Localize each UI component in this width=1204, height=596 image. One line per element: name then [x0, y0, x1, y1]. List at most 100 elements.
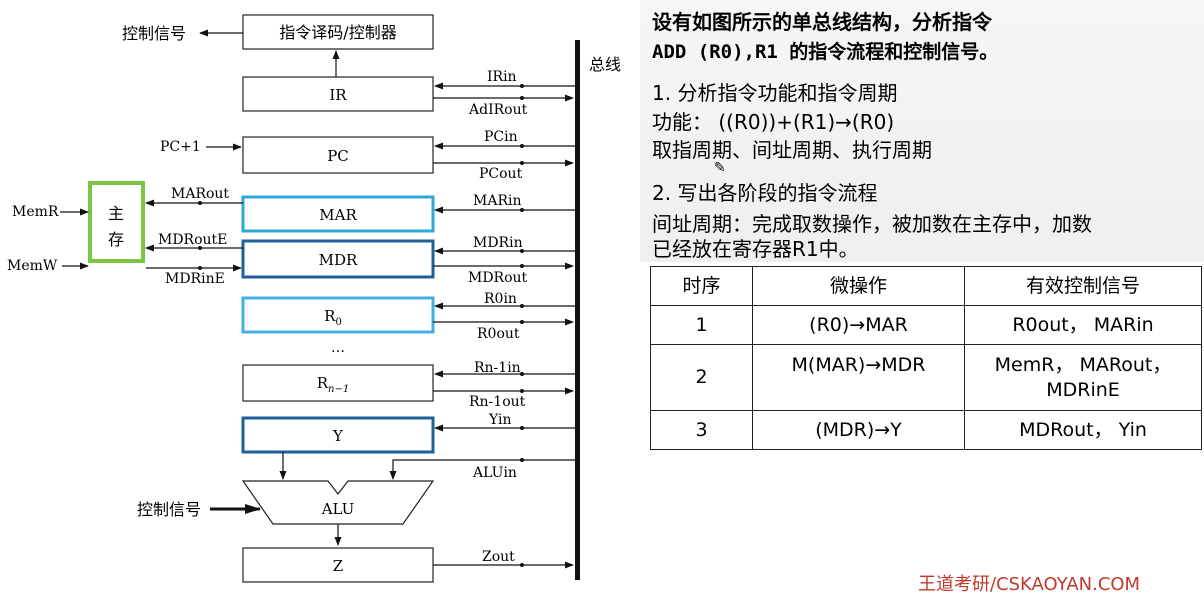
text-background — [640, 0, 1204, 262]
mar-label: MAR — [319, 206, 357, 224]
memory-label-line2: 存 — [108, 230, 124, 249]
mdrin-label: MDRin — [473, 235, 523, 251]
alu-label: ALU — [321, 500, 355, 518]
pc-box — [242, 136, 434, 174]
header-step: 时序 — [650, 266, 753, 306]
rnout-label: Rn-1out — [469, 394, 526, 410]
mdroute-dot — [198, 246, 202, 250]
pcin-dot — [520, 144, 524, 148]
rn-label: Rn−1 — [317, 374, 349, 395]
control-out-label: 控制信号 — [122, 24, 186, 43]
bus-structure-diagram: 总线 指令译码/控制器 控制信号 IR IRin AdIRout PC PC+1… — [7, 14, 621, 583]
cell-signals: MemR， MARout，MDRinE — [964, 344, 1202, 411]
decoder-label: 指令译码/控制器 — [279, 23, 396, 42]
mdr-box — [241, 239, 435, 279]
pcout-dot — [520, 161, 524, 165]
indirect-line1: 间址周期：完成取数操作，被加数在主存中，加数 — [652, 212, 1092, 236]
rn-label-sub: n−1 — [328, 384, 349, 395]
adirout-dot — [520, 96, 524, 100]
rn-box — [242, 364, 434, 402]
cell-micro-op: M(MAR)→MDR — [752, 344, 965, 411]
mdrine-label: MDRinE — [165, 271, 225, 287]
pen-cursor-icon: ✎ — [714, 160, 726, 176]
explanation-pane: 设有如图所示的单总线结构，分析指令 ADD (R0),R1 的指令流程和控制信号… — [640, 0, 1204, 595]
cell-signals: MDRout， Yin — [964, 410, 1202, 450]
ir-box — [242, 76, 434, 112]
bus-line — [575, 40, 580, 580]
bus-label: 总线 — [589, 55, 621, 74]
y-label: Y — [332, 427, 344, 445]
r0-label: R0 — [324, 307, 342, 328]
table-header-row: 时序 微操作 有效控制信号 — [650, 266, 1202, 306]
rn-label-main: R — [317, 374, 329, 392]
r0-label-sub: 0 — [335, 317, 341, 328]
marin-dot — [520, 208, 524, 212]
mdrout-dot — [520, 264, 524, 268]
step1-heading: 1. 分析指令功能和指令周期 — [652, 81, 898, 105]
header-signals: 有效控制信号 — [964, 266, 1202, 306]
mdrine-dot — [198, 266, 202, 270]
step2-heading: 2. 写出各阶段的指令流程 — [652, 181, 878, 205]
cell-step: 3 — [650, 410, 753, 450]
cell-micro-op: (R0)→MAR — [752, 305, 965, 345]
mdroute-label: MDRoutE — [158, 232, 227, 248]
table-row: 1 (R0)→MAR R0out， MARin — [650, 305, 1202, 345]
marout-dot — [198, 201, 202, 205]
irin-dot — [520, 84, 524, 88]
rnout-dot — [520, 389, 524, 393]
indirect-line2: 已经放在寄存器R1中。 — [652, 237, 859, 261]
yin-label: Yin — [488, 412, 512, 428]
rnin-dot — [520, 372, 524, 376]
pc-label: PC — [327, 147, 349, 165]
question-title-line2: ADD (R0),R1 的指令流程和控制信号。 — [652, 41, 999, 63]
mdr-label: MDR — [319, 251, 358, 269]
r0-box — [241, 296, 435, 334]
z-box — [242, 547, 434, 583]
r0-label-main: R — [324, 307, 336, 325]
r0in-label: R0in — [484, 291, 517, 307]
pcin-label: PCin — [484, 129, 518, 145]
ir-label: IR — [329, 86, 347, 104]
signals-line1: MemR， MARout， — [994, 353, 1172, 376]
aluin-label: ALUin — [472, 465, 517, 481]
irin-label: IRin — [487, 69, 517, 85]
question-title-line1: 设有如图所示的单总线结构，分析指令 — [652, 10, 992, 34]
memory-box — [88, 181, 145, 263]
cell-micro-op: (MDR)→Y — [752, 410, 965, 450]
marout-label: MARout — [171, 186, 229, 202]
mdrout-label: MDRout — [468, 270, 528, 286]
table-row: 3 (MDR)→Y MDRout， Yin — [650, 410, 1202, 450]
aluin-dot — [520, 458, 524, 462]
alu-shape — [241, 480, 435, 525]
yin-dot — [520, 426, 524, 430]
memw-label: MemW — [7, 258, 58, 274]
adirout-label: AdIRout — [468, 102, 528, 118]
function-line: 功能： ((R0))+(R1)→(R0) — [652, 110, 895, 134]
r0in-dot — [520, 304, 524, 308]
cell-step: 1 — [650, 305, 753, 345]
z-label: Z — [333, 557, 343, 575]
signals-line1: R0out， MARin — [1012, 313, 1154, 336]
memory-label-line1: 主 — [108, 204, 124, 223]
cycles-line: 取指周期、间址周期、执行周期 — [652, 138, 932, 162]
register-ellipsis: … — [331, 340, 345, 356]
bus-to-alu-line — [389, 459, 575, 480]
r0out-label: R0out — [477, 326, 520, 342]
zout-dot — [520, 563, 524, 567]
watermark: 王道考研/CSKAOYAN.COM — [918, 574, 1141, 595]
signals-line2: MDRinE — [1046, 378, 1120, 401]
control-signal-table: 时序 微操作 有效控制信号 1 (R0)→MAR R0out， MARin 2 … — [650, 266, 1202, 450]
zout-label: Zout — [482, 549, 515, 565]
r0out-dot — [520, 320, 524, 324]
cell-signals: R0out， MARin — [964, 305, 1202, 345]
rnin-label: Rn-1in — [474, 360, 521, 376]
mdrin-dot — [520, 249, 524, 253]
table-row: 2 M(MAR)→MDR MemR， MARout，MDRinE — [650, 344, 1202, 411]
pc-plus1-label: PC+1 — [160, 139, 201, 155]
pcout-label: PCout — [479, 166, 523, 182]
marin-label: MARin — [473, 193, 521, 209]
signals-line1: MDRout， Yin — [1019, 418, 1147, 441]
header-micro-op: 微操作 — [752, 266, 965, 306]
control-in-label: 控制信号 — [137, 500, 201, 519]
decoder-box — [242, 14, 434, 50]
